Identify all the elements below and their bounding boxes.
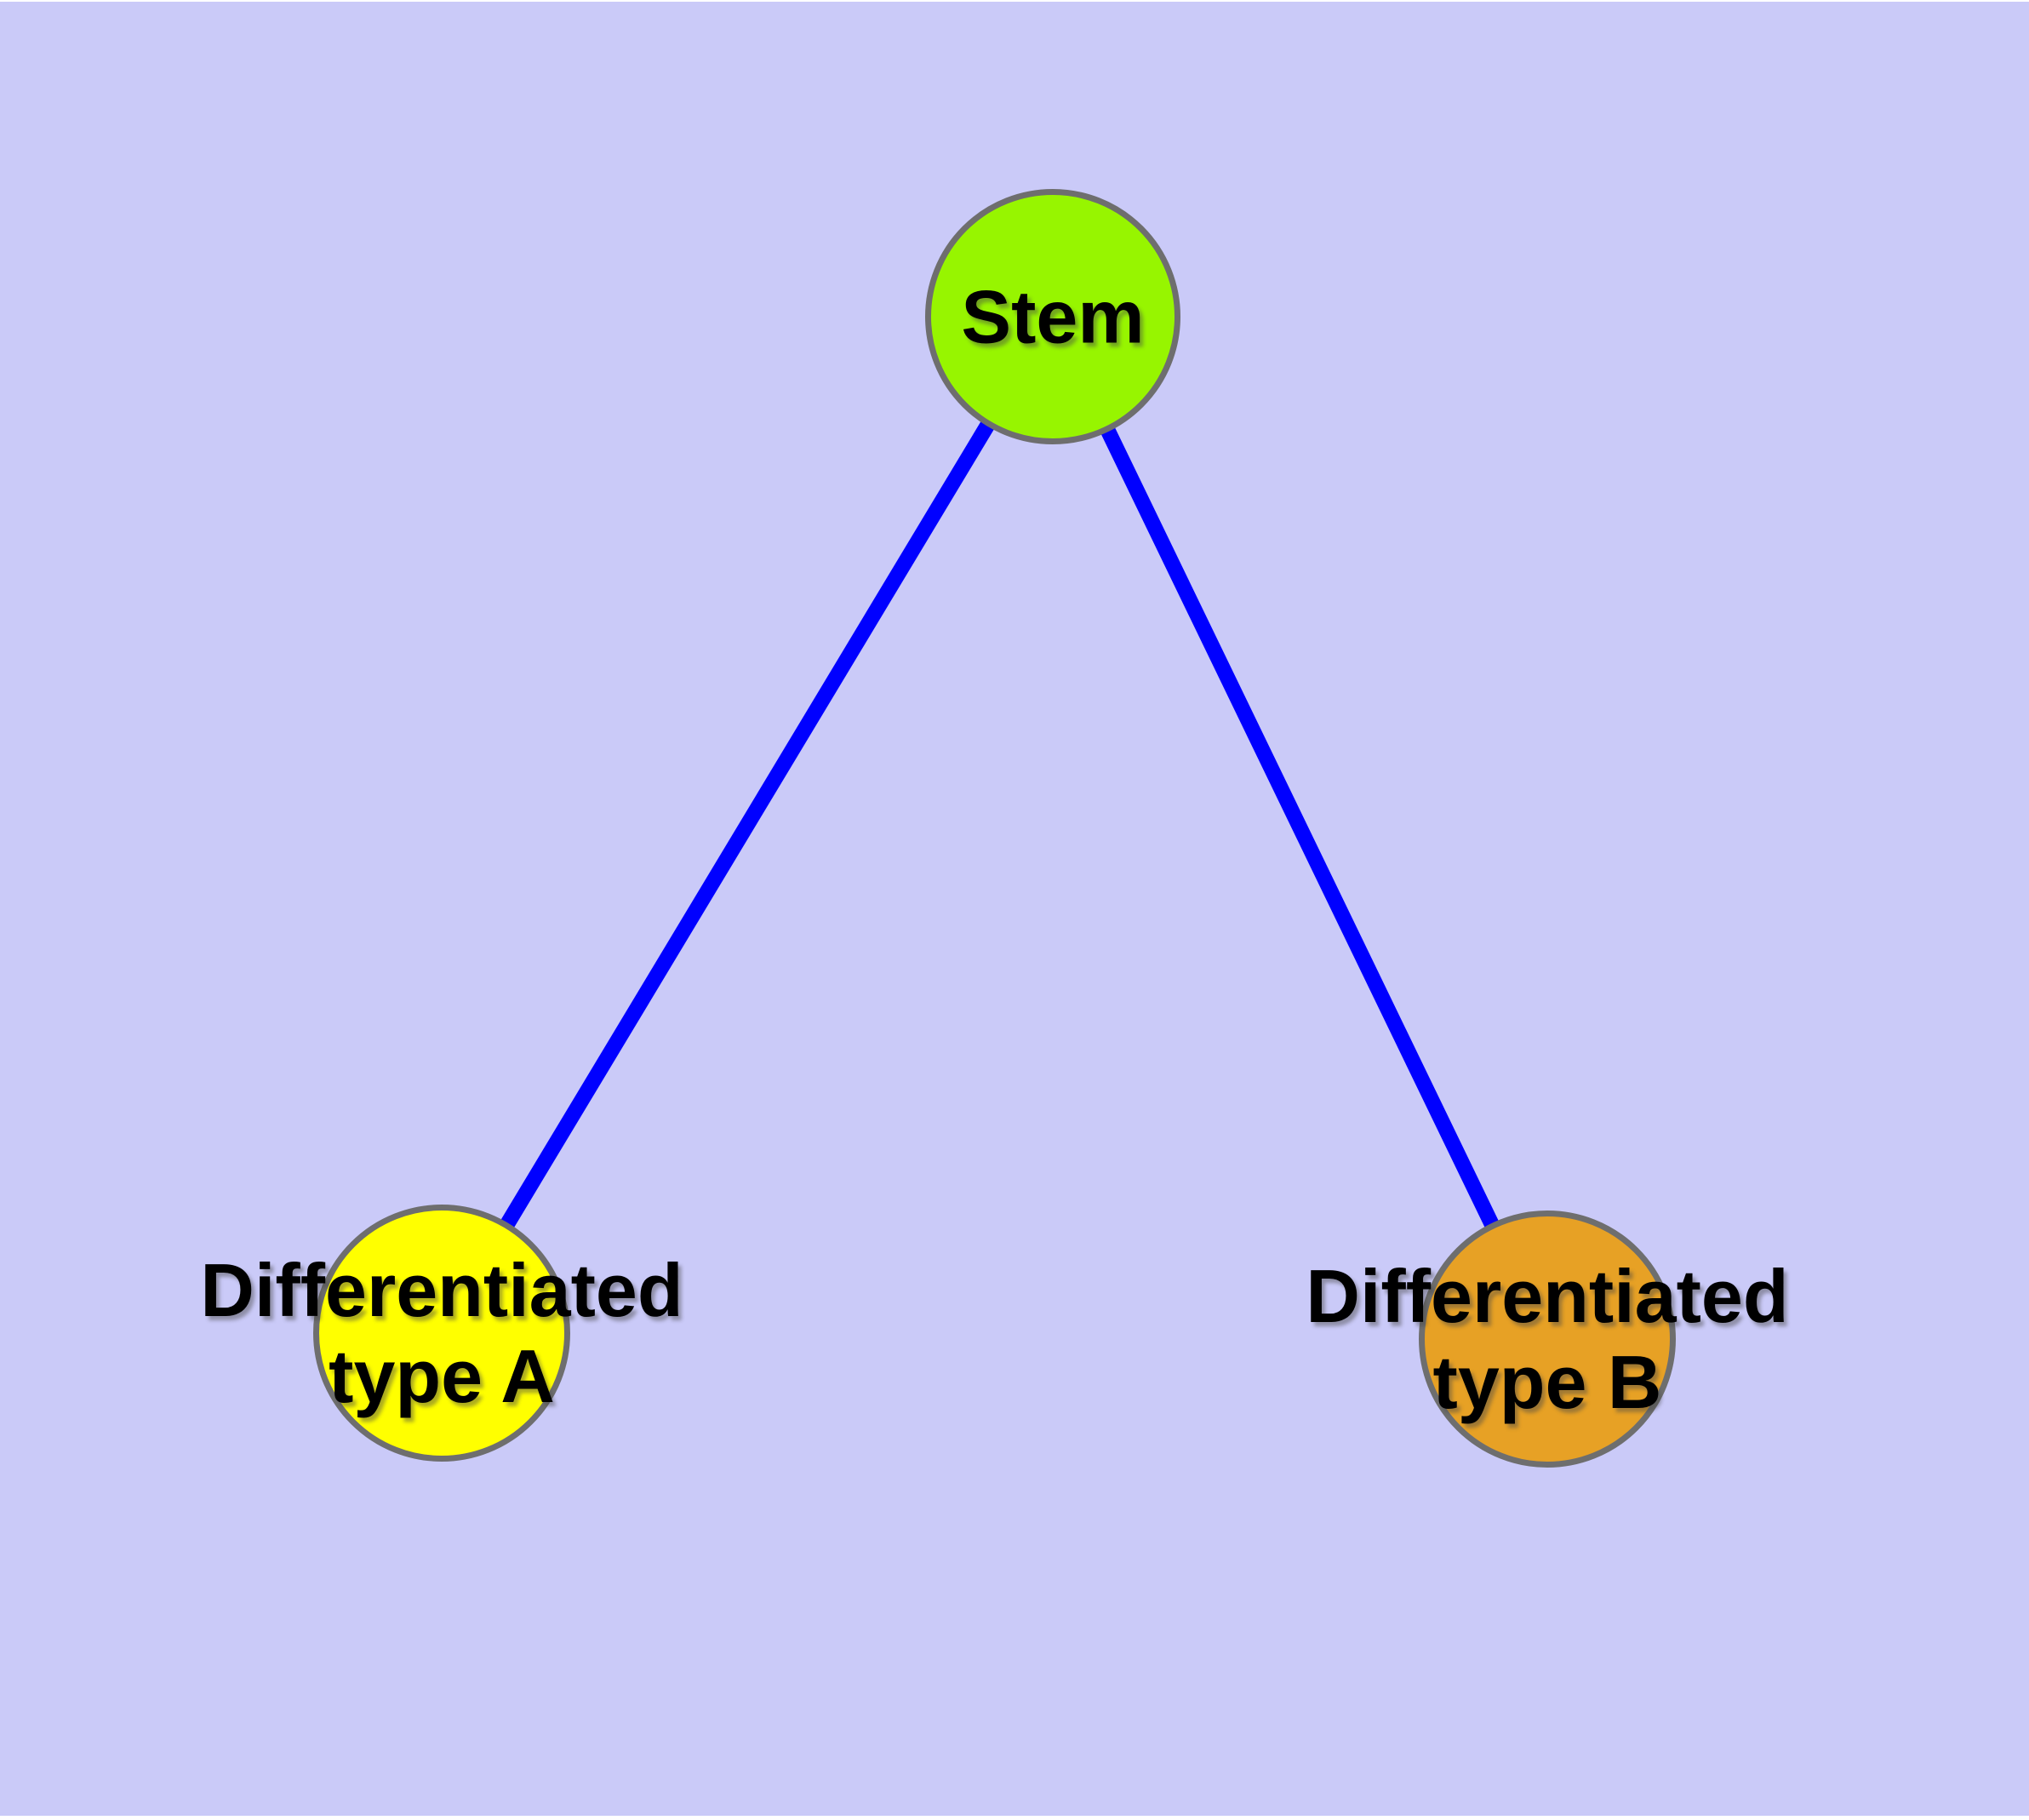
node-differentiated-type-b-label-line2: type B xyxy=(1432,1340,1662,1424)
node-stem[interactable]: Stem xyxy=(925,189,1180,444)
node-differentiated-type-b[interactable]: Differentiated type B xyxy=(1306,1210,1789,1468)
node-differentiated-type-a-label-line1: Differentiated xyxy=(200,1247,683,1332)
node-differentiated-type-a-label-line2: type A xyxy=(329,1334,555,1418)
edge-stem-to-diff-b xyxy=(1045,313,1555,1342)
node-differentiated-type-a[interactable]: Differentiated type A xyxy=(200,1205,683,1462)
edge-stem-to-diff-a xyxy=(435,312,1060,1337)
node-differentiated-type-a-label: Differentiated type A xyxy=(200,1247,683,1419)
node-stem-label: Stem xyxy=(961,273,1144,359)
node-differentiated-type-b-label: Differentiated type B xyxy=(1306,1253,1788,1425)
node-differentiated-type-b-label-line1: Differentiated xyxy=(1306,1253,1789,1338)
node-stem-label-line: Stem xyxy=(961,274,1145,359)
